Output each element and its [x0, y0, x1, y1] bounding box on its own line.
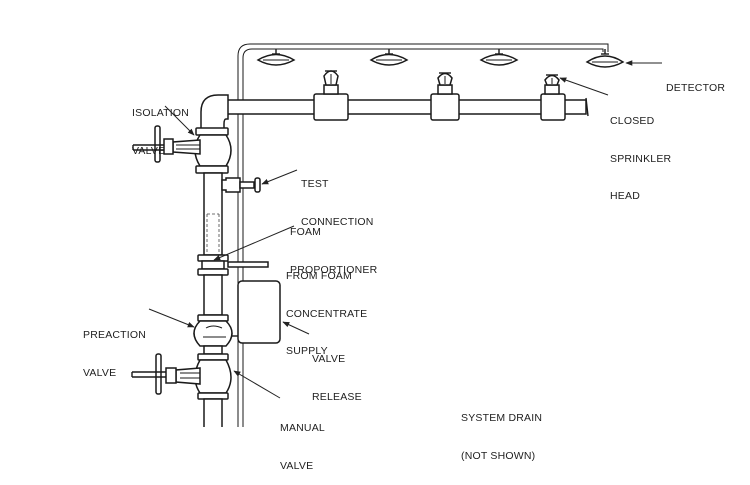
test-connection — [221, 177, 261, 193]
detectors — [256, 49, 625, 68]
label-line: FOAM — [290, 226, 322, 238]
manual-valve — [131, 353, 232, 427]
label-line: PROPORTIONER — [290, 263, 378, 276]
detector-4 — [585, 49, 625, 68]
label-line: VALVE — [280, 459, 314, 472]
leader-test-connection — [261, 169, 298, 185]
label-closed-sprinkler-head: CLOSED SPRINKLER HEAD — [610, 90, 671, 215]
label-line: RELEASE — [312, 390, 362, 403]
label-line: VALVE — [312, 353, 346, 365]
riser-elbow — [200, 94, 229, 131]
label-manual-valve: MANUAL VALVE — [280, 397, 325, 485]
sprinkler-heads — [323, 70, 560, 95]
label-test-connection: TEST CONNECTION — [301, 153, 374, 241]
label-isolation-valve: ISOLATION VALVE — [132, 82, 189, 170]
detection-line — [237, 43, 609, 427]
label-line: TEST — [301, 178, 329, 190]
leader-valve-release — [282, 321, 310, 335]
preaction-valve — [193, 320, 238, 361]
label-detector: DETECTOR — [666, 57, 725, 107]
label-line: MANUAL — [280, 422, 325, 434]
riser-pipe — [197, 172, 229, 322]
leader-manual-valve — [233, 370, 281, 399]
leader-isolation-valve — [164, 105, 195, 136]
label-line: HEAD — [610, 190, 640, 202]
label-line: DETECTOR — [666, 82, 726, 94]
leader-foam-proportioner — [213, 225, 295, 261]
detector-2 — [369, 49, 409, 66]
label-line: CONCENTRATE — [286, 307, 368, 320]
detector-1 — [256, 49, 296, 66]
preaction-system-diagram — [131, 43, 662, 427]
label-line: SYSTEM DRAIN — [461, 412, 543, 424]
foam-supply-pipe — [227, 261, 269, 268]
label-line: SUPPLY — [286, 345, 328, 357]
label-line: VALVE — [83, 366, 117, 379]
label-line: (NOT SHOWN) — [461, 449, 536, 462]
label-line: FROM FOAM — [286, 270, 352, 282]
sprinkler-head-2 — [437, 72, 453, 95]
leader-sprinkler-head — [559, 77, 609, 96]
isolation-valve — [132, 125, 232, 174]
sprinkler-head-3 — [544, 74, 560, 95]
label-line: CONNECTION — [301, 215, 374, 228]
label-preaction-valve: PREACTION VALVE — [83, 304, 146, 392]
label-foam-proportioner: FOAM PROPORTIONER — [290, 201, 377, 289]
leader-lines — [148, 60, 662, 399]
detector-3 — [479, 49, 519, 66]
label-line: ISOLATION — [132, 107, 190, 119]
sprinkler-main-pipe — [225, 93, 589, 121]
label-line: PREACTION — [83, 329, 147, 341]
label-foam-concentrate-supply: FROM FOAM CONCENTRATE SUPPLY — [286, 245, 367, 370]
valve-release — [237, 280, 281, 344]
label-system-drain: SYSTEM DRAIN (NOT SHOWN) — [461, 387, 542, 475]
label-line: VALVE — [132, 144, 166, 157]
leader-preaction-valve — [148, 308, 195, 328]
label-line: CLOSED — [610, 115, 655, 127]
sprinkler-head-1 — [323, 70, 339, 95]
label-line: SPRINKLER — [610, 152, 672, 165]
label-valve-release: VALVE RELEASE — [312, 328, 362, 416]
